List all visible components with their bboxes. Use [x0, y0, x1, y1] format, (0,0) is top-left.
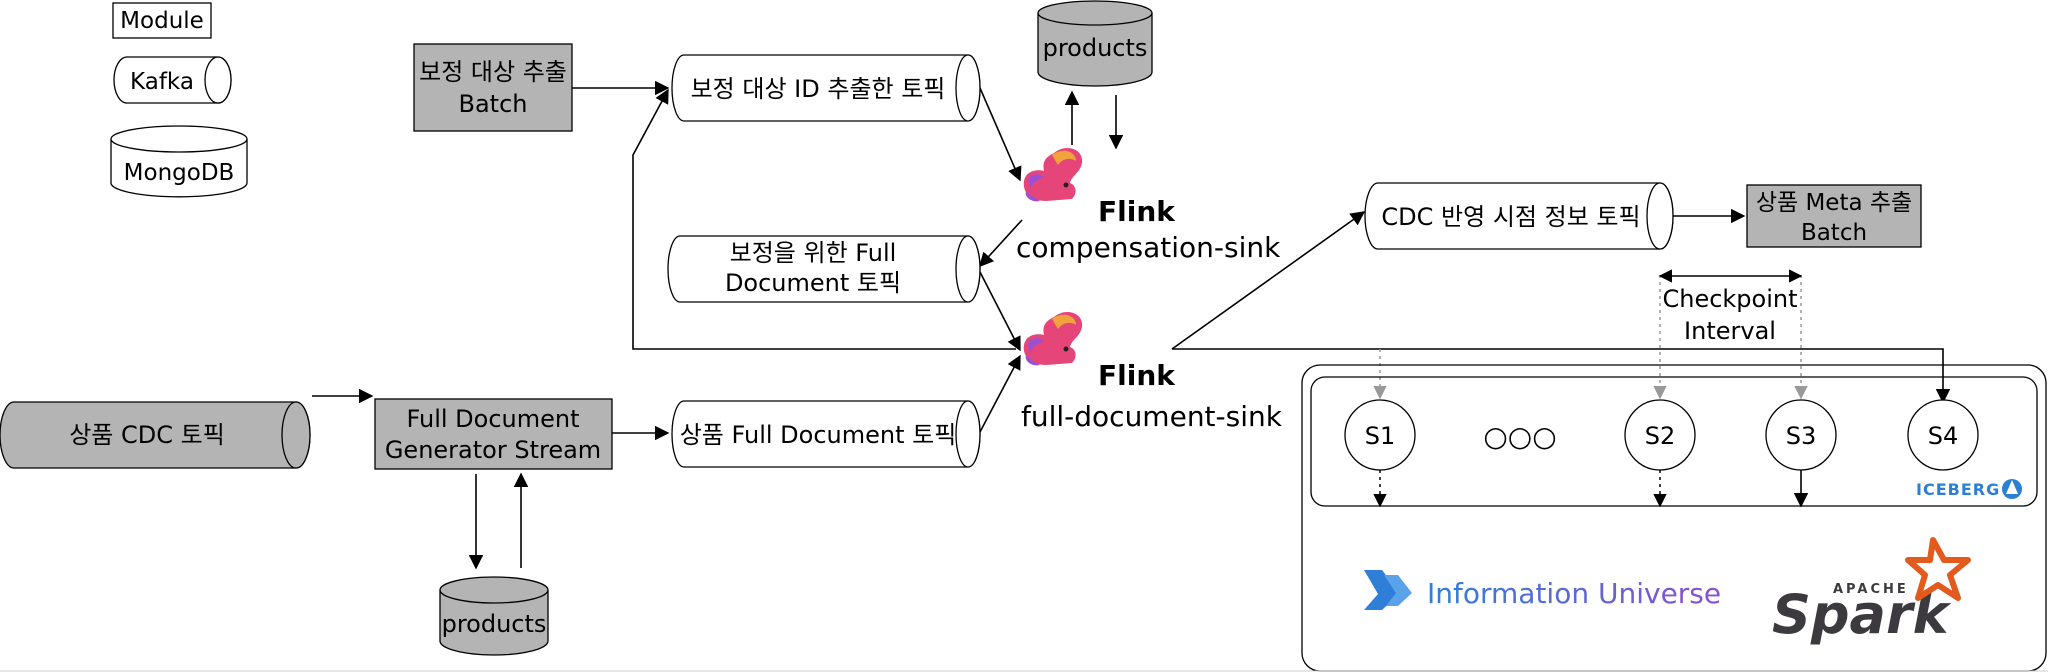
legend-mongodb-label: MongoDB: [124, 160, 235, 186]
flink-fd-brand: Flink: [1098, 359, 1176, 392]
information-universe-logo: Information Universe: [1364, 570, 1721, 610]
flink-squirrel-icon: [1023, 148, 1083, 202]
meta-batch-line2: Batch: [1801, 220, 1867, 246]
arrow-product-full-doc-to-fd-sink: [979, 354, 1021, 433]
topic-product-cdc-label: 상품 CDC 토픽: [69, 421, 225, 449]
legend-kafka: Kafka: [113, 56, 232, 104]
snapshot-s4-label: S4: [1928, 422, 1959, 450]
flink-compensation-sink: Flink compensation-sink: [1016, 148, 1281, 264]
information-universe-text: Information Universe: [1427, 577, 1721, 610]
lakehouse-panel: S1 ○○○ S2 S3 S4 ICEBERG Information Univ…: [1301, 364, 2047, 672]
topic-product-full-document: 상품 Full Document 토픽: [671, 400, 981, 468]
snapshot-s1-label: S1: [1365, 422, 1396, 450]
legend-module: Module: [112, 2, 212, 39]
db-products-top: products: [1037, 0, 1153, 87]
dotted-connectors: [1373, 275, 1808, 508]
arrow-compensation-to-full-doc-topic: [979, 219, 1023, 268]
module-full-document-generator: Full Document Generator Stream: [374, 398, 613, 470]
snapshot-s3: S3: [1765, 399, 1837, 471]
flink-full-document-sink-label: full-document-sink: [1021, 400, 1283, 433]
legend-kafka-label: Kafka: [130, 69, 194, 95]
module-compensation-extract-batch: 보정 대상 추출 Batch: [413, 43, 573, 132]
iceberg-logo-text: ICEBERG: [1916, 480, 2000, 499]
topic-product-full-doc-label: 상품 Full Document 토픽: [680, 421, 957, 449]
spark-star-icon: [1905, 537, 1971, 601]
snapshot-s2: S2: [1624, 399, 1696, 471]
snapshot-ellipsis: ○○○: [1483, 420, 1556, 453]
arrow-to-id-topic-loop: [632, 88, 1016, 350]
arrow-full-doc-topic-to-fd-sink: [979, 271, 1021, 352]
snapshot-s1: S1: [1344, 399, 1416, 471]
flink-squirrel-icon: [1023, 312, 1083, 366]
arrow-id-topic-to-compensation-sink: [979, 87, 1022, 182]
checkpoint-interval: Checkpoint Interval: [1658, 269, 1803, 345]
meta-batch-line1: 상품 Meta 추출: [1756, 190, 1912, 216]
apache-spark-logo: APACHE Spark: [1772, 537, 1971, 646]
topic-cdc-timestamp-label: CDC 반영 시점 정보 토픽: [1381, 203, 1640, 231]
topic-product-cdc: 상품 CDC 토픽: [0, 401, 311, 469]
arrow-fd-sink-to-cdc-topic: [1171, 211, 1366, 350]
legend: Module Kafka MongoDB: [110, 2, 248, 198]
checkpoint-interval-line2: Interval: [1684, 317, 1776, 345]
db-products-bottom: products: [439, 576, 549, 656]
topic-compensation-id: 보정 대상 ID 추출한 토픽: [671, 54, 981, 122]
snapshot-s3-label: S3: [1786, 422, 1817, 450]
db-products-bottom-label: products: [442, 610, 547, 638]
compensation-batch-line2: Batch: [459, 90, 528, 118]
topic-cdc-timestamp: CDC 반영 시점 정보 토픽: [1364, 182, 1674, 250]
snapshot-s4: S4: [1907, 399, 1979, 471]
arrow-fd-sink-to-s4: [1172, 348, 1951, 404]
flink-compensation-brand: Flink: [1098, 195, 1176, 228]
spark-apache-text: APACHE: [1833, 582, 1909, 597]
flink-compensation-sink-label: compensation-sink: [1016, 231, 1281, 264]
topic-compensation-full-doc-line2: Document 토픽: [725, 269, 901, 297]
topic-compensation-full-document: 보정을 위한 Full Document 토픽: [667, 235, 981, 303]
generator-line2: Generator Stream: [385, 436, 601, 464]
checkpoint-interval-line1: Checkpoint: [1662, 285, 1797, 313]
topic-compensation-full-doc-line1: 보정을 위한 Full: [730, 239, 897, 267]
connectors: [312, 80, 1951, 570]
legend-mongodb: MongoDB: [110, 125, 248, 198]
generator-line1: Full Document: [406, 405, 579, 433]
module-product-meta-batch: 상품 Meta 추출 Batch: [1746, 184, 1922, 248]
db-products-top-label: products: [1043, 34, 1148, 62]
flink-full-document-sink: Flink full-document-sink: [1021, 312, 1283, 433]
snapshot-s2-label: S2: [1645, 422, 1676, 450]
legend-module-label: Module: [120, 8, 204, 34]
iceberg-logo: ICEBERG: [1916, 479, 2022, 499]
compensation-batch-line1: 보정 대상 추출: [419, 58, 567, 86]
topic-compensation-id-label: 보정 대상 ID 추출한 토픽: [691, 75, 946, 103]
